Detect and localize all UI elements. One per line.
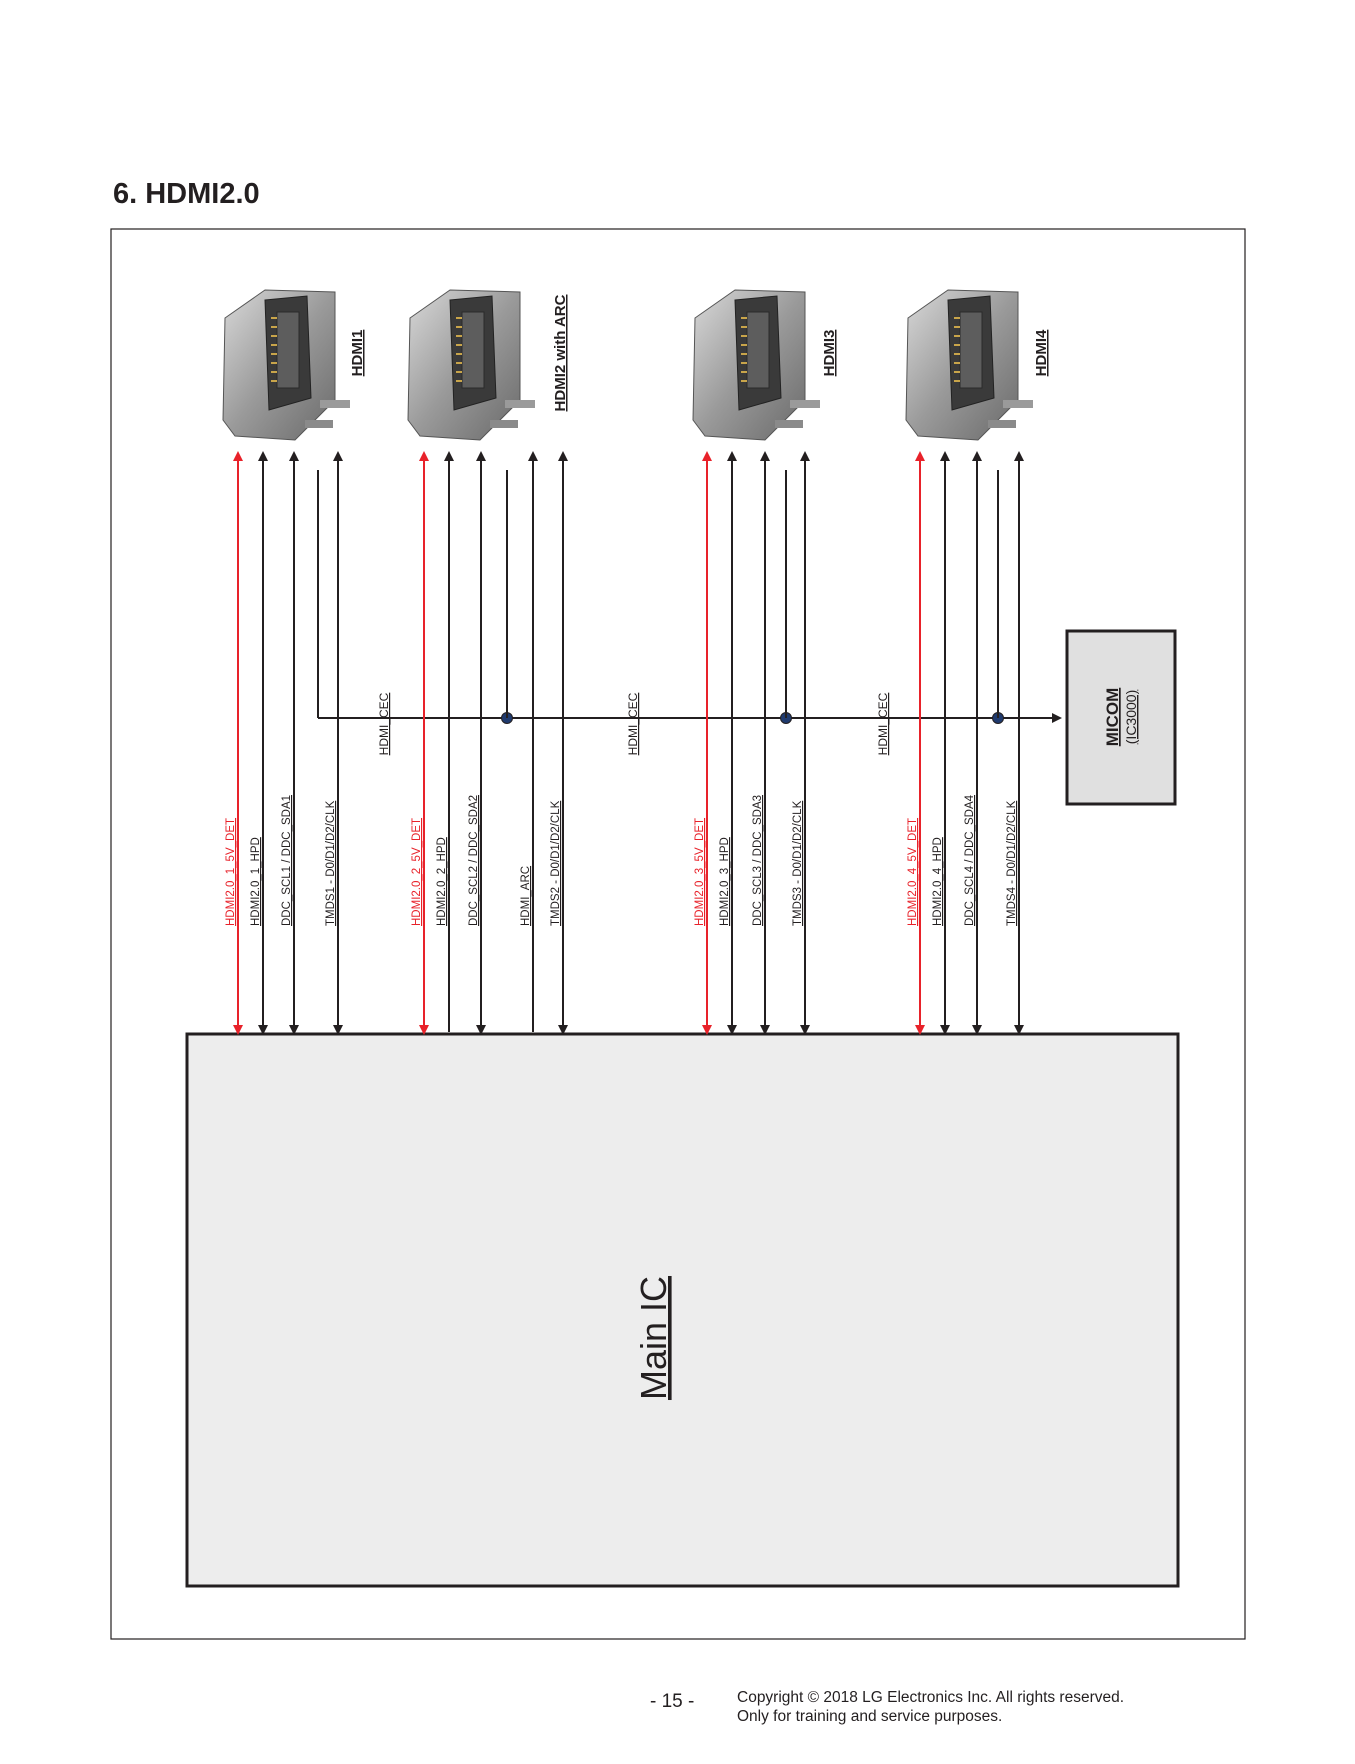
signal-label-10: HDMI2.0_3_5V_DET bbox=[694, 818, 706, 926]
signal-14: HDMI2.0_4_5V_DET bbox=[907, 451, 925, 1035]
micom-block: MICOM (IC3000) bbox=[1065, 629, 1177, 806]
section-title: 6. HDMI2.0 bbox=[113, 178, 260, 210]
cec-label-3: HDMI_CEC bbox=[876, 692, 890, 755]
signal-12: DDC_SCL3 / DDC_SDA3 bbox=[752, 451, 770, 1035]
purpose-line: Only for training and service purposes. bbox=[737, 1708, 1003, 1725]
hdmi-connector-label-2: HDMI2 with ARC bbox=[552, 294, 569, 411]
signal-label-2: HDMI2.0_1_HPD bbox=[250, 837, 262, 926]
page-number: - 15 - bbox=[650, 1691, 695, 1712]
copyright-line: Copyright © 2018 LG Electronics Inc. All… bbox=[737, 1689, 1125, 1706]
hdmi-connector-1: HDMI1 bbox=[222, 289, 366, 441]
cec-label-1: HDMI_CEC bbox=[377, 692, 391, 755]
signal-label-15: HDMI2.0_4_HPD bbox=[932, 837, 944, 926]
signal-label-8: HDMI_ARC bbox=[520, 866, 532, 926]
signal-10: HDMI2.0_3_5V_DET bbox=[694, 451, 712, 1035]
signal-label-4: TMDS1 - D0/D1/D2/CLK bbox=[325, 800, 337, 926]
hdmi-connector-label-1: HDMI1 bbox=[349, 330, 366, 377]
signal-6: HDMI2.0_2_HPD bbox=[436, 451, 454, 1032]
signal-label-6: HDMI2.0_2_HPD bbox=[436, 837, 448, 926]
signal-label-13: TMDS3 - D0/D1/D2/CLK bbox=[792, 800, 804, 926]
signal-label-12: DDC_SCL3 / DDC_SDA3 bbox=[752, 795, 764, 926]
signal-label-3: DDC_SCL1 / DDC_SDA1 bbox=[281, 795, 293, 926]
signal-7: DDC_SCL2 / DDC_SDA2 bbox=[468, 451, 486, 1035]
signal-label-7: DDC_SCL2 / DDC_SDA2 bbox=[468, 795, 480, 926]
signal-16: DDC_SCL4 / DDC_SDA4 bbox=[964, 451, 982, 1035]
signal-13: TMDS3 - D0/D1/D2/CLK bbox=[792, 451, 810, 1035]
signal-1: HDMI2.0_1_5V_DET bbox=[225, 451, 243, 1035]
signal-17: TMDS4 - D0/D1/D2/CLK bbox=[1006, 451, 1024, 1035]
signal-label-11: HDMI2.0_3_HPD bbox=[719, 837, 731, 926]
signal-label-1: HDMI2.0_1_5V_DET bbox=[225, 818, 237, 926]
cec-label-2: HDMI_CEC bbox=[626, 692, 640, 755]
signal-15: HDMI2.0_4_HPD bbox=[932, 451, 950, 1035]
signal-5: HDMI2.0_2_5V_DET bbox=[411, 451, 429, 1035]
hdmi-connector-4: HDMI4 bbox=[905, 289, 1050, 441]
signal-label-5: HDMI2.0_2_5V_DET bbox=[411, 818, 423, 926]
hdmi-connector-label-3: HDMI3 bbox=[821, 330, 838, 377]
signal-11: HDMI2.0_3_HPD bbox=[719, 451, 737, 1035]
signal-2: HDMI2.0_1_HPD bbox=[250, 451, 268, 1035]
signal-label-9: TMDS2 - D0/D1/D2/CLK bbox=[550, 800, 562, 926]
main-ic-block: Main IC bbox=[185, 1032, 1180, 1588]
hdmi-connector-2: HDMI2 with ARC bbox=[407, 289, 569, 441]
signal-label-16: DDC_SCL4 / DDC_SDA4 bbox=[964, 794, 976, 926]
signal-label-14: HDMI2.0_4_5V_DET bbox=[907, 818, 919, 926]
micom-label: MICOM bbox=[1103, 688, 1122, 747]
copyright-notice: Copyright © 2018 LG Electronics Inc. All… bbox=[737, 1688, 1124, 1726]
signal-4: TMDS1 - D0/D1/D2/CLK bbox=[325, 451, 343, 1035]
signal-8: HDMI_ARC bbox=[520, 451, 538, 1032]
signal-9: TMDS2 - D0/D1/D2/CLK bbox=[550, 451, 568, 1035]
signal-label-17: TMDS4 - D0/D1/D2/CLK bbox=[1006, 800, 1018, 926]
signal-3: DDC_SCL1 / DDC_SDA1 bbox=[281, 451, 299, 1035]
hdmi-connector-label-4: HDMI4 bbox=[1033, 329, 1050, 376]
main-ic-label: Main IC bbox=[633, 1276, 674, 1400]
diagram-frame bbox=[110, 228, 1246, 1640]
micom-ref: (IC3000) bbox=[1123, 690, 1139, 744]
hdmi-connector-3: HDMI3 bbox=[692, 289, 838, 441]
